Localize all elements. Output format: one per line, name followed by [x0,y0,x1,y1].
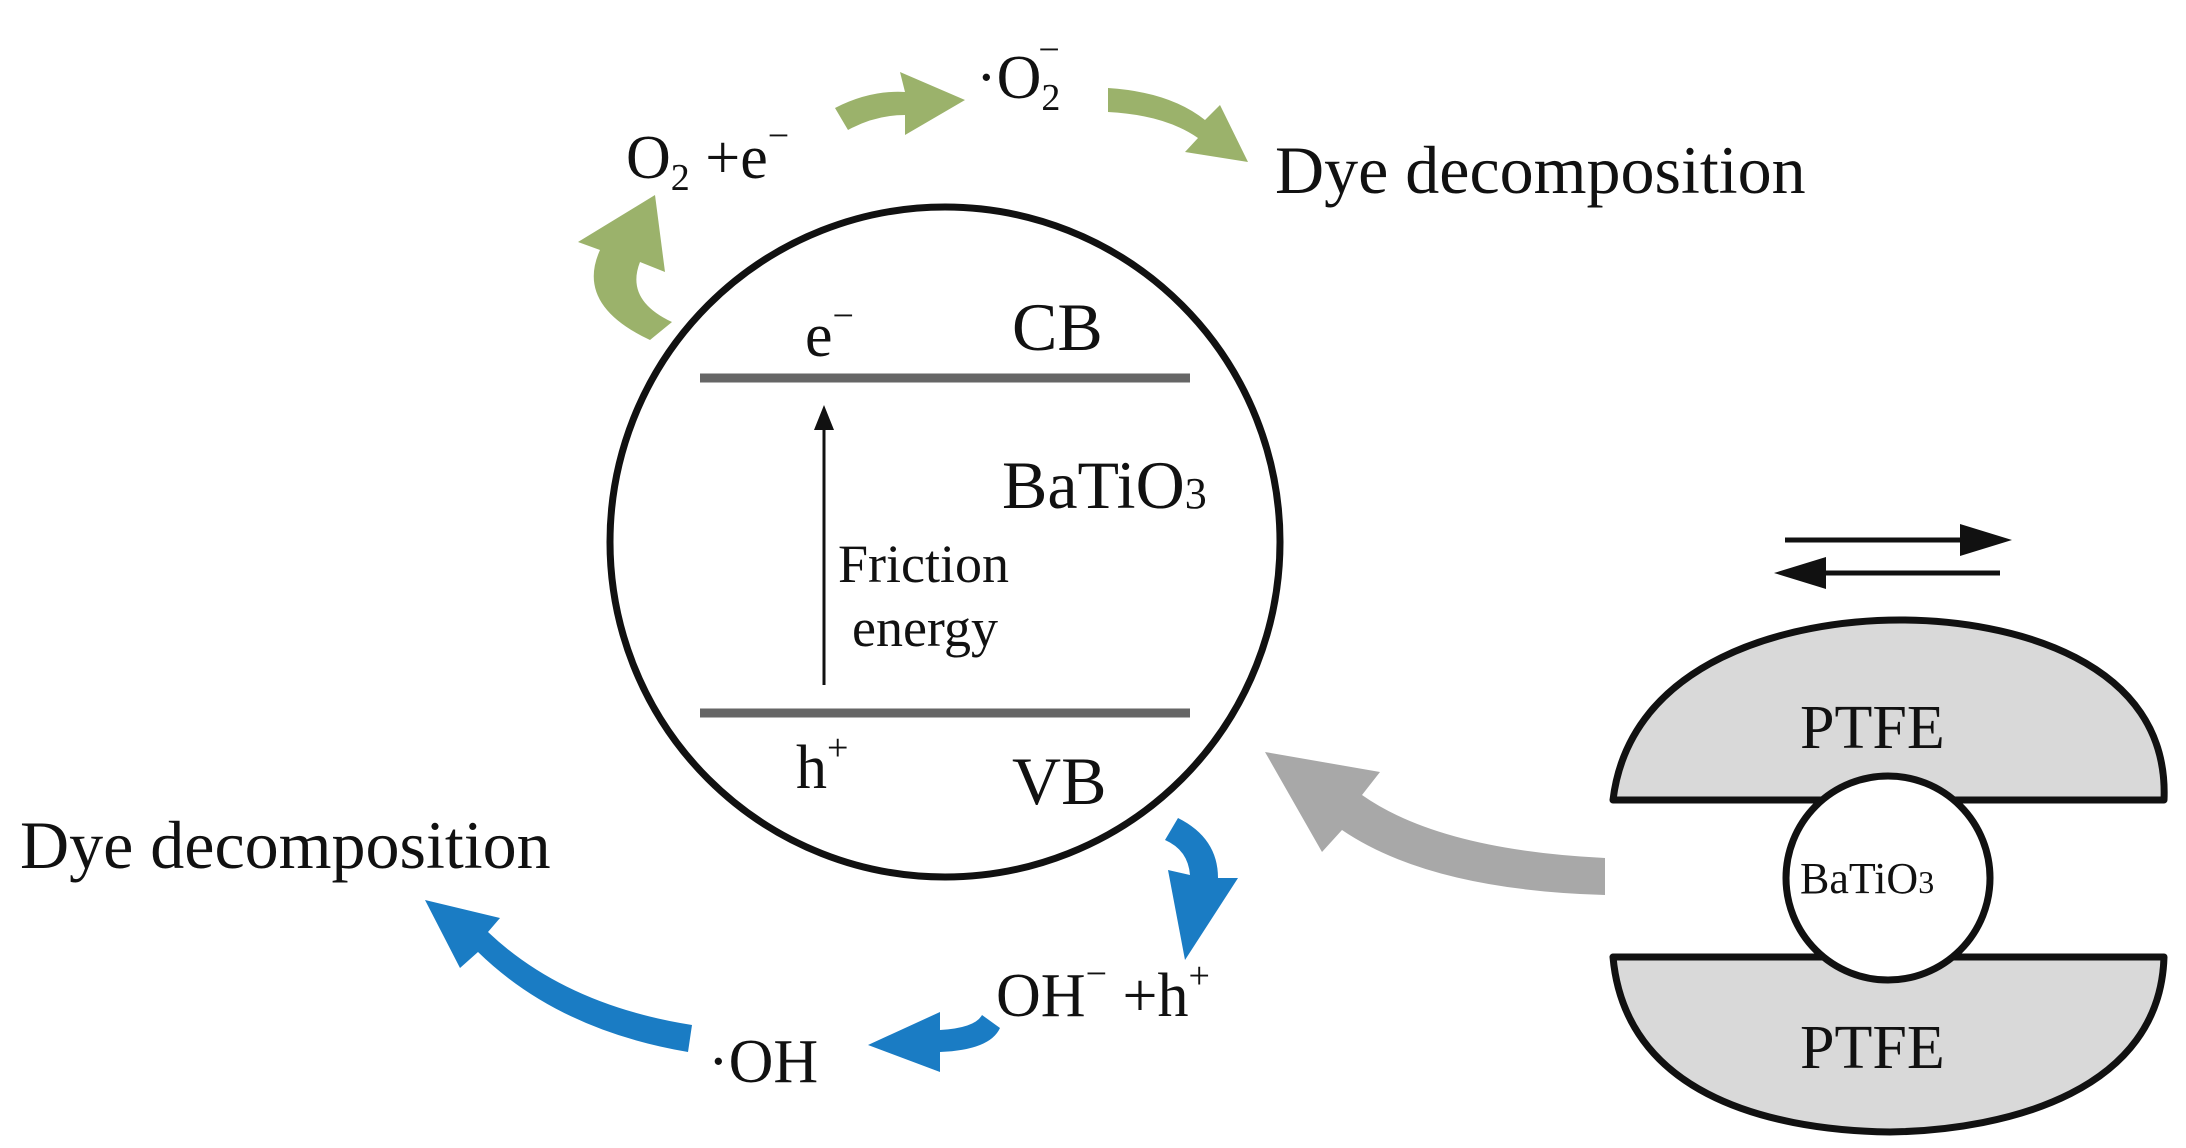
blue-arrows [425,818,1238,1072]
green-arrow-3 [1108,88,1248,162]
superoxide-radical: ·O2− [976,29,1060,119]
ptfe-bottom-label: PTFE [1800,1014,1945,1082]
green-arrow-1 [578,195,672,340]
gray-arrow [1265,752,1605,895]
ptfe-bottom-block [1609,953,2168,1136]
hydroxide-plus-hole: OH− +h+ [996,953,1210,1030]
electron-label: e− [805,295,854,370]
green-arrows [578,72,1248,340]
dye-decomposition-left: Dye decomposition [20,807,551,883]
excitation-arrow [814,405,834,685]
material-label: BaTiO3 [1002,447,1207,523]
friction-energy-line2: energy [852,598,998,658]
hydroxyl-radical: ·OH [708,1028,818,1096]
cb-label: CB [1012,289,1103,365]
batio3-particle: e− CB BaTiO3 Friction energy h+ VB [606,203,1284,881]
batio3-small-label: BaTiO3 [1800,854,1934,903]
ptfe-top-block [1609,616,2168,804]
ptfe-top-label: PTFE [1800,694,1945,762]
green-arrow-2 [835,72,965,135]
blue-arrow-2 [868,1012,1000,1072]
o2-plus-electron: O2 +e− [626,115,789,199]
vb-label: VB [1012,743,1106,819]
blue-arrow-3 [425,900,692,1052]
hole-label: h+ [796,727,848,802]
blue-arrow-1 [1165,818,1238,960]
dye-decomposition-top: Dye decomposition [1275,132,1806,208]
friction-setup: PTFE PTFE BaTiO3 [1609,524,2168,1136]
friction-energy-line1: Friction [838,534,1009,594]
batio3-small-circle [1782,772,1994,984]
sliding-arrows [1774,524,2012,589]
